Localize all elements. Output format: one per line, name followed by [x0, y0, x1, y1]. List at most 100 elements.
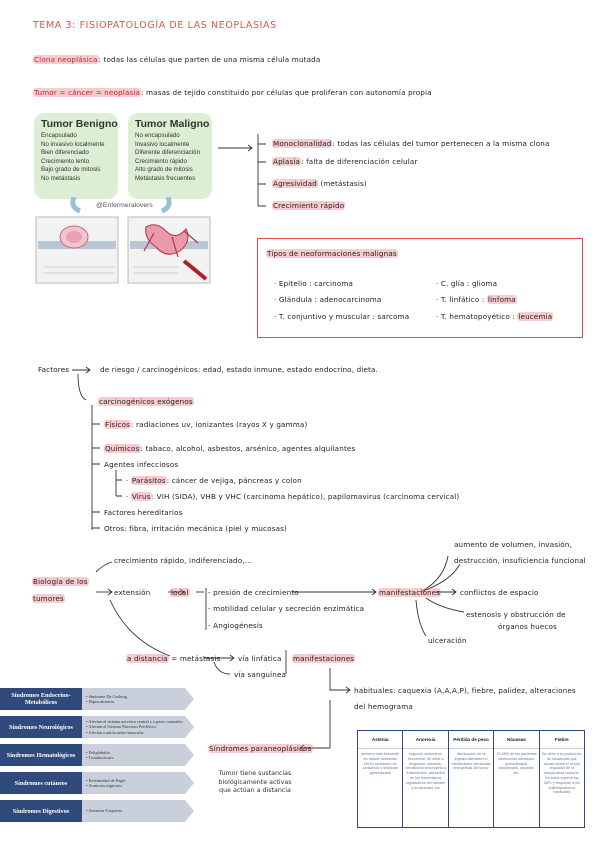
malignant-item: No encapsulado — [135, 132, 180, 139]
habituales-text: : caquexia (A,A,A,P), fiebre, palidez, a… — [392, 686, 576, 695]
benign-item: Bien diferenciado — [41, 149, 89, 157]
feature-term: Monoclonalidad — [272, 139, 333, 148]
syndrome-block: Síndromes Endocrino-Metabólicos — [0, 688, 82, 710]
feature-crecimiento: Crecimiento rápido — [272, 201, 346, 210]
paraneo-title: Síndromes paraneoplásicos — [208, 744, 313, 753]
malignant-item: Metástasis frecuentes — [135, 174, 196, 182]
malignant-card: Tumor Maligno No encapsulado Invasivo lo… — [128, 113, 212, 199]
syndrome-items: • Enfermedad de Paget • Acantosis nigric… — [82, 772, 194, 794]
benign-item: Bajo grado de mitosis — [41, 166, 101, 174]
type-tissue: T. linfático — [440, 295, 480, 304]
syndrome-item: • Poliglobulia. — [86, 749, 111, 755]
type-tissue: Epitelio — [278, 279, 307, 288]
local-item: - presión de crecimiento — [208, 588, 299, 597]
table-header: Anorexia — [403, 731, 448, 749]
risk-term: de riesgo / carcinogénicos — [100, 365, 198, 374]
syndrome-block: Síndromes Digestivos — [0, 800, 82, 822]
local-item: - Angiogénesis — [208, 621, 263, 630]
table-cell: Se debe a la producción de sustancias qu… — [541, 752, 582, 795]
malignant-list: No encapsulado Invasivo localmente Difer… — [128, 132, 212, 184]
type-left-1: · Glándula : adenocarcinoma — [274, 295, 382, 304]
term-clona: Clona neoplásica — [33, 55, 99, 64]
caption-line: que actúan a distancia — [219, 787, 291, 794]
manif2-text: manifestaciones — [292, 654, 356, 663]
factor-virus: · Virus: VIH (SIDA), VHB y VHC (carcinom… — [126, 492, 460, 501]
factor-text: : VIH (SIDA), VHB y VHC (carcinoma hepát… — [151, 492, 460, 501]
factor-quimicos: Químicos: tabaco, alcohol, asbestos, ars… — [104, 444, 355, 453]
types-title-text: Tipos de neoformaciones malignas — [266, 249, 398, 258]
factor-text: : radiaciones uv, ionizantes (rayos X y … — [131, 420, 308, 429]
table-column: Anorexia segundo síntoma en frecuencia. … — [403, 731, 449, 827]
term-tumor: Tumor = cáncer = neoplasia — [33, 88, 142, 97]
carcinogenicos-label: carcinogénicos exógenos — [98, 397, 194, 406]
manif-item: órganos huecos — [498, 622, 557, 631]
benign-item: No invasivo localmente — [41, 140, 105, 148]
biology-crecimiento: crecimiento rápido, indiferenciado,... — [114, 556, 253, 565]
definition-tumor: Tumor = cáncer = neoplasia: masas de tej… — [33, 88, 432, 97]
factor-hereditarios: Factores hereditarios — [104, 508, 183, 517]
table-column: Fiebre Se debe a la producción de sustan… — [539, 731, 585, 827]
local-item: - motilidad celular y secreción enzimáti… — [208, 604, 365, 613]
type-tumor: glioma — [471, 279, 498, 288]
syndrome-items: • Poliglobulia. • Trombocitosis. — [82, 744, 194, 766]
biology-local: local — [170, 588, 190, 597]
syndrome-item: • Hipercalcemia. — [86, 699, 115, 704]
feature-agresividad: Agresividad (metástasis) — [272, 179, 367, 188]
type-tissue: C. glía — [440, 279, 465, 288]
syndrome-item: • Afectan al sistema nervioso central y … — [86, 719, 184, 725]
factor-term: Virus — [130, 492, 152, 501]
credit-label: @Enfermeralovers — [96, 202, 153, 209]
symptoms-table: Astenia síntoma más frecuente en cáncer … — [357, 730, 585, 828]
malignant-item: Invasivo localmente — [135, 140, 190, 148]
definition-clona: Clona neoplásica: todas las células que … — [33, 55, 320, 64]
feature-text: (metástasis) — [320, 179, 367, 188]
table-header: Fiebre — [539, 731, 585, 749]
biology-extension: extensión — [114, 588, 151, 597]
caption-line: Tumor tiene sustancias — [218, 770, 292, 777]
text-clona: : todas las células que parten de una mi… — [98, 55, 321, 64]
manif-item: aumento de volumen, invasión, — [454, 540, 572, 549]
benign-title: Tumor Benigno — [41, 118, 118, 130]
syndrome-item: • Afectan al Sistema Nervioso Periférico… — [86, 724, 157, 730]
manif-item: ulceración — [428, 636, 467, 645]
tissue-illustration — [35, 197, 211, 284]
paraneo-title-text: Síndromes paraneoplásicos — [208, 744, 313, 753]
syndrome-block: Síndromes Neurológicos — [0, 716, 82, 738]
syndrome-items: • Afectan al sistema nervioso central y … — [82, 716, 194, 738]
type-tissue: T. conjuntivo y muscular — [278, 312, 371, 321]
syndrome-items: • Síndrome De Cushing. • Hipercalcemia. — [82, 688, 194, 710]
type-left-2: · T. conjuntivo y muscular : sarcoma — [274, 312, 410, 321]
table-column: Astenia síntoma más frecuente en cáncer … — [358, 731, 404, 827]
manif-item: conflictos de espacio — [460, 588, 539, 597]
malignant-title: Tumor Maligno — [135, 118, 210, 130]
local-text: local — [170, 588, 190, 597]
table-cell: 12-68% de los pacientes obstrucción mecá… — [496, 752, 537, 776]
factor-term: Parásitos — [130, 476, 167, 485]
paraneo-caption: Tumor tiene sustancias biológicamente ac… — [205, 770, 305, 796]
habituales-term: habituales — [354, 686, 393, 695]
table-cell: segundo síntoma en frecuencia. Se debe a… — [405, 752, 446, 790]
syndrome-item: • Síndrome De Cushing. — [86, 693, 128, 699]
feature-monoclonalidad: Monoclonalidad: todas las células del tu… — [272, 139, 550, 148]
manif-item: destrucción, insuficiencia funcional — [454, 556, 586, 565]
syndrome-item: • Anorexia-Caquexia — [86, 808, 122, 814]
biology-label-line: tumores — [32, 594, 65, 603]
biology-manifestaciones: manifestaciones — [378, 588, 442, 597]
factor-infecciosos: Agentes infecciosos — [104, 460, 179, 469]
feature-text: : todas las células del tumor pertenecen… — [332, 139, 550, 148]
type-tissue: Glándula — [278, 295, 313, 304]
type-tumor: linfoma — [486, 295, 517, 304]
table-column: Pérdida de peso disminución de la ingest… — [448, 731, 495, 827]
factor-text: : tabaco, alcohol, asbestos, arsénico, a… — [140, 444, 356, 453]
syndrome-item: • Afectan a unión neuro-muscular. — [86, 729, 145, 735]
feature-text: : falta de diferenciación celular — [301, 157, 418, 166]
habituales-line-2: del hemograma — [354, 702, 413, 711]
benign-item: No metástasis — [41, 174, 81, 182]
type-right-1: · T. linfático : linfoma — [436, 295, 517, 304]
malignant-item: Diferente diferenciación — [135, 149, 201, 157]
table-header: Astenia — [358, 731, 403, 749]
distancia-text: a distancia — [126, 654, 169, 663]
manif-item: estenosis y obstrucción de — [466, 610, 566, 619]
habituales-line: habituales: caquexia (A,A,A,P), fiebre, … — [354, 686, 576, 695]
factor-parasitos: · Parásitos: cáncer de vejiga, páncreas … — [126, 476, 302, 485]
